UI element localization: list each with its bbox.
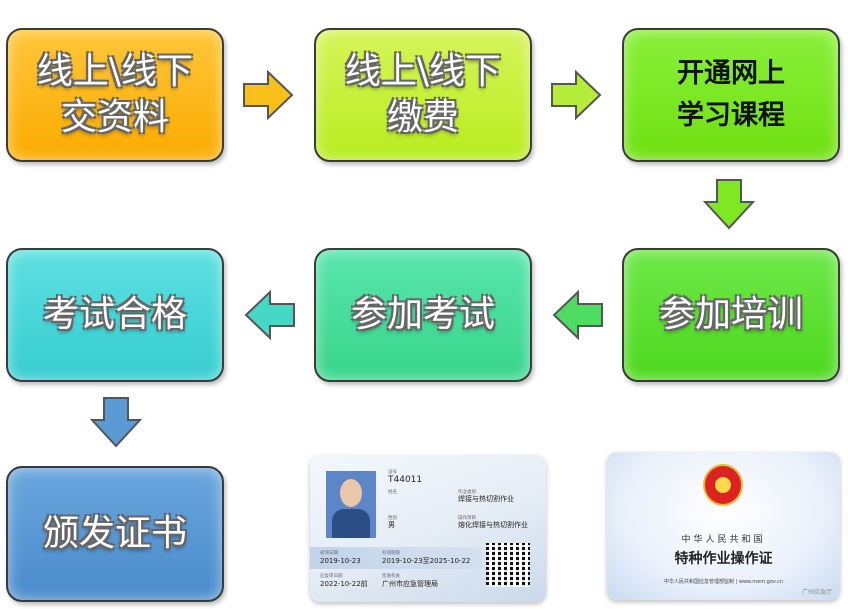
certificate-cover: 中华人民共和国 特种作业操作证 中华人民共和国应急管理部监制 | www.mem…	[607, 452, 840, 600]
step-open-course-line1: 开通网上	[677, 58, 785, 89]
cert-no: T44011	[388, 475, 423, 485]
step-open-course: 开通网上 学习课程	[622, 28, 840, 162]
certificate-title: 特种作业操作证	[674, 551, 773, 567]
step-take-exam: 参加考试	[314, 248, 532, 382]
step-payment-line1: 线上\线下	[344, 51, 502, 92]
review-date: 2022-10-22前	[320, 580, 368, 588]
holder-photo	[326, 471, 376, 538]
step-payment-line2: 缴费	[386, 97, 459, 138]
valid-label: 有效期限	[382, 551, 400, 556]
gender: 男	[388, 521, 395, 529]
valid-period: 2019-10-23至2025-10-22	[382, 557, 471, 565]
authority: 广州市应急管理局	[382, 580, 438, 588]
category-label: 作业类别	[458, 490, 476, 495]
qr-code	[486, 543, 530, 587]
certificate-watermark: 广州应急厅	[801, 589, 832, 596]
name-label: 姓名	[388, 490, 397, 495]
arrow-down-icon	[90, 397, 142, 448]
review-label: 应复审日期	[320, 574, 343, 579]
step-pass-exam: 考试合格	[6, 248, 224, 382]
step-issue-certificate-label: 颁发证书	[42, 513, 187, 554]
arrow-left-icon	[244, 290, 295, 340]
gender-label: 性别	[388, 516, 397, 521]
arrow-down-icon	[703, 179, 755, 230]
step-submit-materials: 线上\线下 交资料	[6, 28, 224, 162]
card-watermark-band	[310, 547, 482, 569]
national-emblem-icon	[703, 464, 743, 506]
arrow-right-icon	[243, 70, 294, 120]
certificate-country: 中华人民共和国	[681, 535, 766, 545]
cert-no-label: 证号	[388, 470, 397, 475]
step-attend-training: 参加培训	[622, 248, 840, 382]
first-date-label: 初领日期	[320, 551, 338, 556]
project-label: 操作项目	[458, 516, 476, 521]
arrow-left-icon	[552, 290, 603, 340]
first-date: 2019-10-23	[320, 557, 361, 565]
step-take-exam-label: 参加考试	[350, 294, 495, 335]
certificate-footer: 中华人民共和国应急管理部监制 | www.mem.gov.cn	[664, 579, 783, 585]
step-attend-training-label: 参加培训	[658, 294, 803, 335]
step-submit-materials-line2: 交资料	[60, 97, 169, 138]
step-issue-certificate: 颁发证书	[6, 466, 224, 602]
authority-label: 签发机关	[382, 574, 400, 579]
step-open-course-line2: 学习课程	[677, 100, 785, 131]
arrow-right-icon	[551, 70, 602, 120]
operation-id-card: 证号 T44011 姓名 作业类别 焊接与热切割作业 性别 男 操作项目 熔化焊…	[310, 455, 546, 602]
step-pass-exam-label: 考试合格	[42, 294, 187, 335]
project: 熔化焊接与热切割作业	[458, 521, 528, 529]
step-payment: 线上\线下 缴费	[314, 28, 532, 162]
step-submit-materials-line1: 线上\线下	[36, 51, 194, 92]
category: 焊接与热切割作业	[458, 495, 514, 503]
